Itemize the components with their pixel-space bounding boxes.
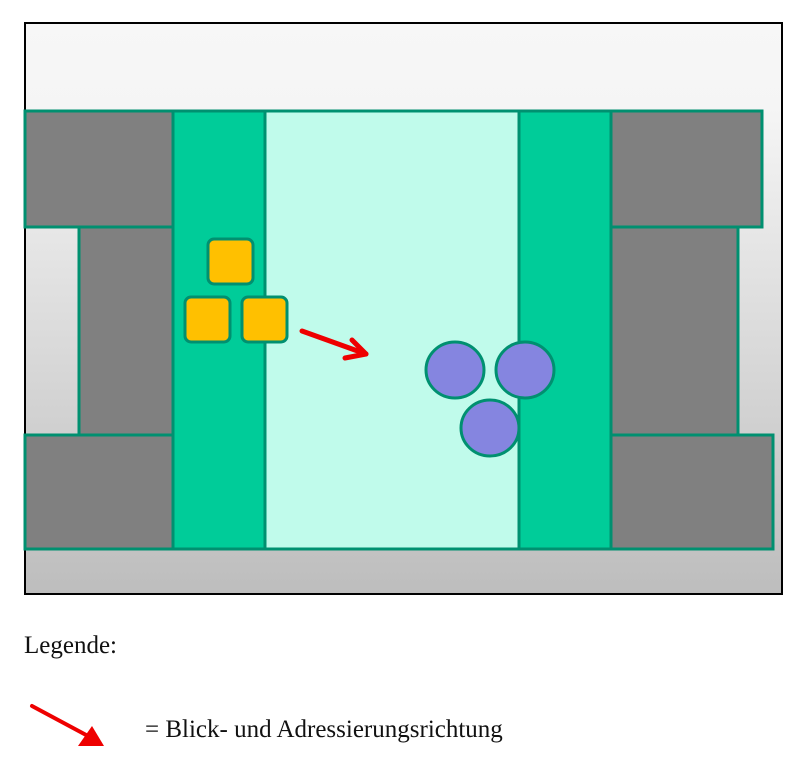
legend-arrow-icon — [30, 704, 104, 746]
gray-block-left-bottom — [23, 433, 175, 551]
light-channel — [263, 109, 521, 551]
square-particle — [183, 295, 232, 344]
legend-arrow-description: = Blick- und Adressierungsrichtung — [145, 716, 503, 743]
square-particle — [206, 237, 255, 286]
circle-particle — [424, 340, 486, 400]
circle-particle — [494, 340, 556, 400]
gray-block-left-middle — [77, 225, 175, 437]
green-column-right — [517, 109, 613, 551]
direction-arrow-icon — [299, 328, 369, 361]
square-particle — [240, 295, 289, 344]
gray-block-right-top — [609, 109, 764, 229]
diagram — [23, 22, 783, 595]
gray-block-right-middle — [609, 225, 740, 437]
gray-block-right-bottom — [609, 433, 775, 551]
circle-particle — [459, 398, 521, 458]
gray-block-left-top — [23, 109, 175, 229]
legend-title: Legende: — [24, 632, 118, 659]
